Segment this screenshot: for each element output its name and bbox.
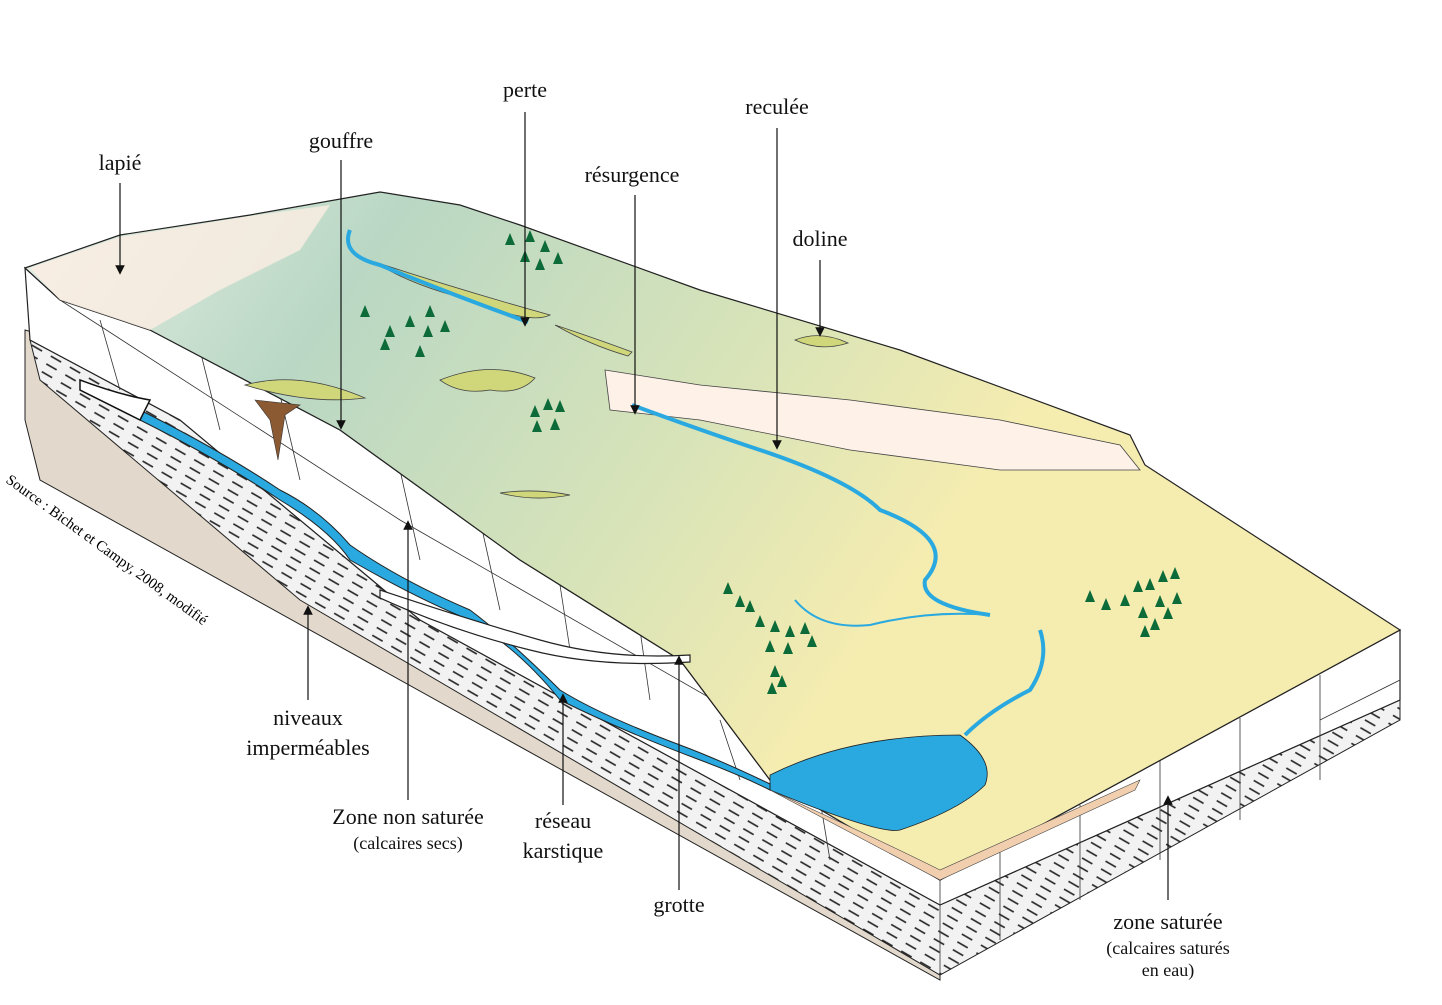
- label-subtitle: (calcaires saturés: [1106, 938, 1230, 958]
- label-line: réseau: [534, 808, 592, 833]
- label-perte: perte: [503, 77, 547, 102]
- karst-network: [139, 409, 771, 791]
- label-zone-saturee: zone saturée (calcaires saturés en eau): [1106, 907, 1229, 981]
- trees: [360, 230, 1182, 694]
- gouffre-shaft: [254, 399, 301, 461]
- label-doline: doline: [792, 226, 848, 251]
- label-zone-non-saturee: Zone non saturée (calcaires secs): [332, 802, 484, 854]
- label-reseau-karstique: réseau karstique: [523, 806, 604, 866]
- plateau-surface: [23, 191, 1402, 881]
- dry-gallery: [79, 378, 152, 422]
- reculee-cliff: [604, 369, 1141, 471]
- leader-lines: [115, 112, 1173, 900]
- label-subtitle: en eau): [1141, 960, 1195, 980]
- label-line: niveaux: [273, 705, 343, 730]
- lake-sediment: [769, 779, 1141, 881]
- label-gouffre: gouffre: [308, 128, 374, 153]
- label-lapie: lapié: [98, 150, 142, 175]
- label-grotte: grotte: [653, 892, 705, 917]
- dolines: [243, 261, 850, 499]
- label-niveaux-impermeables: niveaux imperméables: [246, 703, 369, 763]
- lapie-zone: [30, 205, 330, 330]
- label-line: zone saturée: [1113, 909, 1223, 934]
- lake: [769, 734, 988, 831]
- label-resurgence: résurgence: [584, 162, 680, 187]
- label-line: imperméables: [246, 735, 370, 760]
- label-subtitle: (calcaires secs): [353, 833, 463, 853]
- grotte-gallery: [379, 589, 691, 665]
- label-reculee: reculée: [745, 94, 809, 119]
- label-line: karstique: [522, 838, 604, 863]
- rivers: [346, 229, 1046, 737]
- label-line: Zone non saturée: [332, 804, 484, 829]
